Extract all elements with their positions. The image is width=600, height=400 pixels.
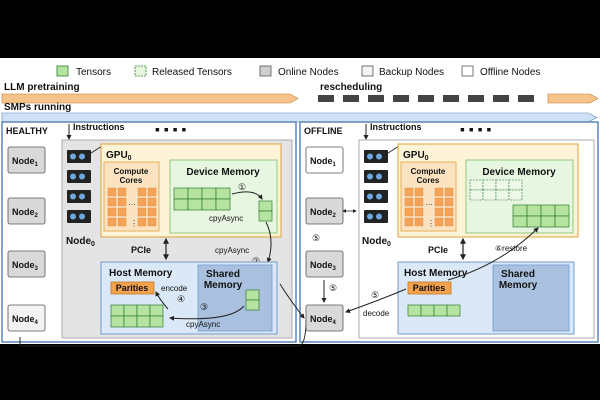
offline-ellipsis: ▪ ▪ ▪ ▪ [460,121,492,137]
legend-released-swatch [134,65,147,77]
offline-host-tensors [407,304,461,317]
healthy-parities-label: Parities [116,283,149,293]
offline-released-tensors [469,179,523,201]
resume-arrow [547,93,599,104]
healthy-step-1: ① [238,182,246,192]
healthy-node-2: Node2 [7,197,46,225]
svg-text:Node1: Node1 [12,156,39,168]
healthy-gpu-label: GPU0 [106,150,132,162]
offline-restore-label: ⑥restore [495,244,528,253]
svg-text:…: … [128,198,136,207]
svg-text:Memory: Memory [499,280,538,291]
healthy-node0-label: Node0 [66,236,95,248]
offline-node-1: Node1 [305,146,344,174]
offline-title: OFFLINE [304,126,343,136]
healthy-instructions: Instructions [73,122,125,132]
healthy-cpyasync-1: cpyAsync [209,214,243,223]
offline-node-3: Node3 [305,250,344,278]
timeline-smps-label: SMPs running [4,102,71,113]
svg-text:Node4: Node4 [12,314,39,326]
healthy-node-4: Node4 [7,304,46,332]
timeline-pretraining-label: LLM pretraining [4,82,80,93]
healthy-step-3: ③ [200,302,208,312]
offline-parities-box [407,281,452,295]
legend-backup-swatch [361,65,374,77]
svg-text:Shared: Shared [206,269,240,280]
healthy-panel: HEALTHY Instructions ▪ ▪ ▪ ▪ Node1 Node2… [1,121,297,343]
healthy-step-2: ② [252,256,260,266]
healthy-parities-box [110,281,155,295]
offline-step-5a: ⑤ [312,233,320,243]
healthy-node-1: Node1 [7,146,46,174]
svg-text:…: … [425,198,433,207]
offline-core-grid [404,187,454,227]
timeline-rescheduling-label: rescheduling [320,82,382,93]
offline-parities-label: Parities [413,283,446,293]
offline-decode-label: decode [363,309,390,318]
smps-arrow [1,112,598,123]
legend-released-label: Released Tensors [152,67,232,78]
offline-shared-memory-box [492,264,570,332]
legend-offline-label: Offline Nodes [480,67,540,78]
svg-text:⋮: ⋮ [427,219,435,228]
healthy-cpyasync-3: cpyAsync [186,320,220,329]
svg-text:Node1: Node1 [310,156,337,168]
offline-gpu-label: GPU0 [403,150,429,162]
svg-text:Node3: Node3 [310,260,337,272]
offline-node0-label: Node0 [362,236,391,248]
healthy-gpu-rack-icon [67,150,91,223]
healthy-device-memory-label: Device Memory [186,167,260,178]
legend-tensors-label: Tensors [76,67,111,78]
healthy-shared-memory-box [197,264,273,332]
healthy-title: HEALTHY [6,126,48,136]
healthy-ellipsis: ▪ ▪ ▪ ▪ [155,121,187,137]
legend-online-label: Online Nodes [278,67,339,78]
healthy-pcie-label: PCIe [131,245,151,255]
svg-text:Cores: Cores [417,176,440,185]
healthy-device-tensors [173,187,231,211]
svg-text:Node4: Node4 [310,314,337,326]
healthy-cpyasync-2: cpyAsync [215,246,249,255]
legend-tensors-swatch [56,65,69,77]
healthy-device-tensor-slice [258,200,273,222]
offline-step-5b: ⑤ [329,283,337,293]
svg-text:⋮: ⋮ [130,219,138,228]
offline-device-memory-label: Device Memory [482,167,556,178]
legend-backup-label: Backup Nodes [379,67,444,78]
healthy-core-grid [107,187,157,227]
pretraining-arrow [1,93,299,104]
timeline: LLM pretraining rescheduling SMPs runnin… [1,82,599,123]
offline-panel: OFFLINE Instructions ▪ ▪ ▪ ▪ Node1 Node2… [19,121,599,347]
healthy-node-3: Node3 [7,250,46,278]
svg-text:Shared: Shared [501,269,535,280]
offline-instructions: Instructions [370,122,422,132]
offline-node-4: Node4 [305,304,344,332]
legend: Tensors Released Tensors Online Nodes Ba… [56,65,540,78]
healthy-encode-label: encode [161,284,188,293]
legend-offline-swatch [461,65,474,77]
offline-node-2: Node2 [305,197,344,225]
healthy-step-4: ④ [177,294,185,304]
healthy-host-memory-label: Host Memory [109,268,173,279]
rescheduling-dashes [318,95,534,102]
offline-gpu-rack-icon [364,150,388,223]
svg-text:Memory: Memory [204,280,243,291]
offline-step-5c: ⑤ [371,290,379,300]
svg-text:Node3: Node3 [12,260,39,272]
healthy-host-tensors [110,304,164,328]
legend-online-swatch [259,65,272,77]
svg-text:Compute: Compute [114,167,149,176]
svg-text:Node2: Node2 [12,207,39,219]
svg-text:Node2: Node2 [310,207,337,219]
offline-pcie-label: PCIe [428,245,448,255]
svg-text:Compute: Compute [411,167,446,176]
svg-text:Cores: Cores [120,176,143,185]
healthy-shared-tensors [245,289,260,311]
offline-host-memory-label: Host Memory [404,268,468,279]
offline-restored-tensors [512,204,570,228]
